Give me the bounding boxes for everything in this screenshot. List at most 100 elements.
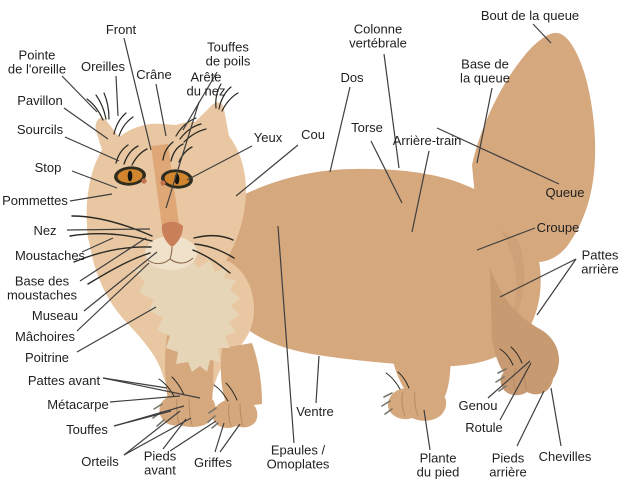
- leader-line-bout-queue: [532, 23, 552, 44]
- label-ventre: Ventre: [296, 403, 334, 419]
- leader-line-pattes-arriere-1: [499, 258, 577, 298]
- leader-line-pavillon: [63, 107, 109, 140]
- leader-line-arriere-train: [411, 150, 430, 233]
- cat-claws: [152, 368, 507, 429]
- label-yeux: Yeux: [253, 129, 283, 145]
- leader-line-base-queue: [476, 87, 493, 164]
- leader-line-touffes-2: [113, 405, 185, 427]
- label-epaules-omoplates: Epaules / Omoplates: [266, 442, 330, 472]
- cat-mouth: [147, 246, 194, 265]
- cat-ear-tufts: [86, 83, 239, 143]
- cat-eye-left: [114, 166, 147, 186]
- leader-line-oreilles: [115, 75, 119, 117]
- label-pattes-arriere: Pattes arrière: [581, 247, 619, 277]
- leader-line-orteils-2: [123, 417, 192, 456]
- cat-front-paw-near: [159, 392, 216, 428]
- leader-line-epaules: [277, 225, 295, 444]
- label-genou: Genou: [458, 397, 498, 413]
- label-stop: Stop: [34, 159, 62, 175]
- leader-line-rotule: [499, 362, 532, 421]
- leader-line-front: [123, 37, 152, 151]
- leader-line-chevilles: [550, 387, 562, 447]
- leader-line-plante-pied: [423, 409, 431, 451]
- label-base-queue: Base de la queue: [460, 56, 510, 86]
- leader-line-machoires: [76, 262, 150, 332]
- cat-front-paw-far: [212, 397, 258, 429]
- leader-line-yeux: [186, 145, 253, 181]
- label-touffes: Touffes: [66, 421, 108, 437]
- label-oreilles: Oreilles: [80, 58, 126, 74]
- leader-line-orteils-1: [123, 410, 181, 456]
- label-touffes-poils: Touffes de poils: [205, 39, 251, 69]
- label-nez: Nez: [33, 222, 57, 238]
- label-crane: Crâne: [136, 66, 172, 82]
- cat-eye-right: [160, 169, 193, 189]
- leader-line-touffes-poils: [182, 71, 218, 131]
- leader-line-ventre: [315, 355, 320, 404]
- leader-line-queue: [436, 127, 560, 185]
- label-dos: Dos: [340, 69, 364, 85]
- leader-line-griffes-1: [214, 422, 225, 453]
- cat-toe-lines: [176, 365, 528, 428]
- cat-whiskers: [69, 215, 235, 285]
- label-front: Front: [105, 21, 137, 37]
- leader-line-griffes-2: [219, 423, 241, 453]
- leader-line-pommettes: [69, 193, 113, 202]
- cat-haunch-shading: [500, 230, 525, 330]
- leader-line-base-moustaches: [79, 237, 147, 282]
- leader-line-arete-nez: [165, 101, 200, 209]
- label-base-moustaches: Base des moustaches: [6, 273, 78, 303]
- label-rotule: Rotule: [465, 419, 503, 435]
- label-bout-queue: Bout de la queue: [480, 7, 580, 23]
- label-plante-pied: Plante du pied: [416, 450, 460, 480]
- label-pointe-oreille: Pointe de l'oreille: [7, 47, 67, 77]
- leader-line-stop: [71, 170, 118, 189]
- label-torse: Torse: [351, 119, 383, 135]
- leader-lines: [61, 23, 577, 456]
- label-queue: Queue: [545, 184, 585, 200]
- leader-line-pattes-arriere-2: [536, 258, 577, 316]
- leader-line-pattes-avant-2: [102, 377, 201, 399]
- leader-line-pieds-arriere: [516, 390, 545, 447]
- label-croupe: Croupe: [536, 219, 580, 235]
- label-moustaches: Moustaches: [14, 247, 86, 263]
- label-cou: Cou: [301, 126, 325, 142]
- cat-nose: [161, 221, 183, 247]
- leader-line-colonne: [383, 53, 400, 169]
- cat-nose-bridge: [151, 144, 179, 227]
- cat-rear-leg-near: [389, 300, 451, 398]
- leader-line-metacarpe: [109, 395, 181, 403]
- label-poitrine: Poitrine: [24, 349, 70, 365]
- label-pommettes: Pommettes: [2, 192, 68, 208]
- leader-line-dos: [329, 86, 351, 173]
- label-machoires: Mâchoires: [15, 328, 75, 344]
- leader-line-croupe: [476, 227, 536, 251]
- label-museau: Museau: [31, 307, 79, 323]
- cat-rear-paw-far: [500, 359, 554, 396]
- leader-line-museau: [83, 251, 158, 312]
- leader-line-cou: [235, 144, 299, 197]
- leader-line-pieds-avant-1: [162, 418, 187, 450]
- label-pieds-arriere: Pieds arrière: [489, 450, 527, 480]
- leader-line-crane: [155, 83, 167, 137]
- cat-paw-tufts: [158, 346, 523, 402]
- label-colonne-vertebrale: Colonne vertébrale: [349, 21, 407, 51]
- label-pavillon: Pavillon: [17, 92, 63, 108]
- leader-line-torse: [370, 140, 403, 204]
- label-orteils: Orteils: [81, 453, 119, 469]
- label-pieds-avant: Pieds avant: [143, 448, 177, 478]
- cat-ruff: [132, 254, 240, 372]
- label-arete-nez: Arête du nez: [186, 69, 226, 99]
- cat-tail: [472, 32, 596, 263]
- leader-line-pieds-avant-2: [169, 420, 217, 452]
- label-griffes: Griffes: [193, 454, 233, 470]
- leader-line-poitrine: [76, 306, 157, 353]
- label-pattes-avant: Pattes avant: [27, 372, 101, 388]
- leader-line-sourcils: [64, 136, 120, 162]
- label-metacarpe: Métacarpe: [47, 396, 109, 412]
- cat-eyebrows: [115, 141, 193, 166]
- leader-line-pointe-oreille: [61, 75, 98, 113]
- leader-line-moustaches: [81, 237, 114, 253]
